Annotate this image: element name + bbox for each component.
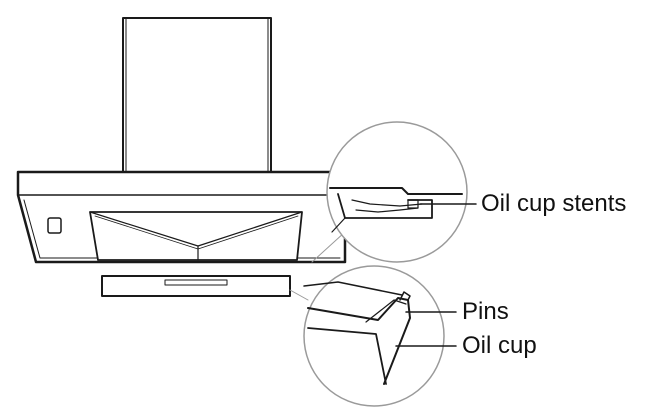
zoom-circle-stents: [326, 121, 468, 263]
zoom-circle-pins-cup: [303, 265, 445, 407]
oil-cup-stents-label: Oil cup stents: [481, 190, 627, 217]
oil-cup-label: Oil cup: [462, 332, 537, 359]
pins-label: Pins: [462, 298, 509, 325]
label-leaders: [395, 203, 477, 347]
chimney: [122, 17, 272, 173]
zoom-lines: [289, 231, 346, 301]
oil-cup-main: [101, 275, 291, 297]
control-button-icon: [47, 217, 62, 234]
glass-panel: [89, 211, 303, 261]
